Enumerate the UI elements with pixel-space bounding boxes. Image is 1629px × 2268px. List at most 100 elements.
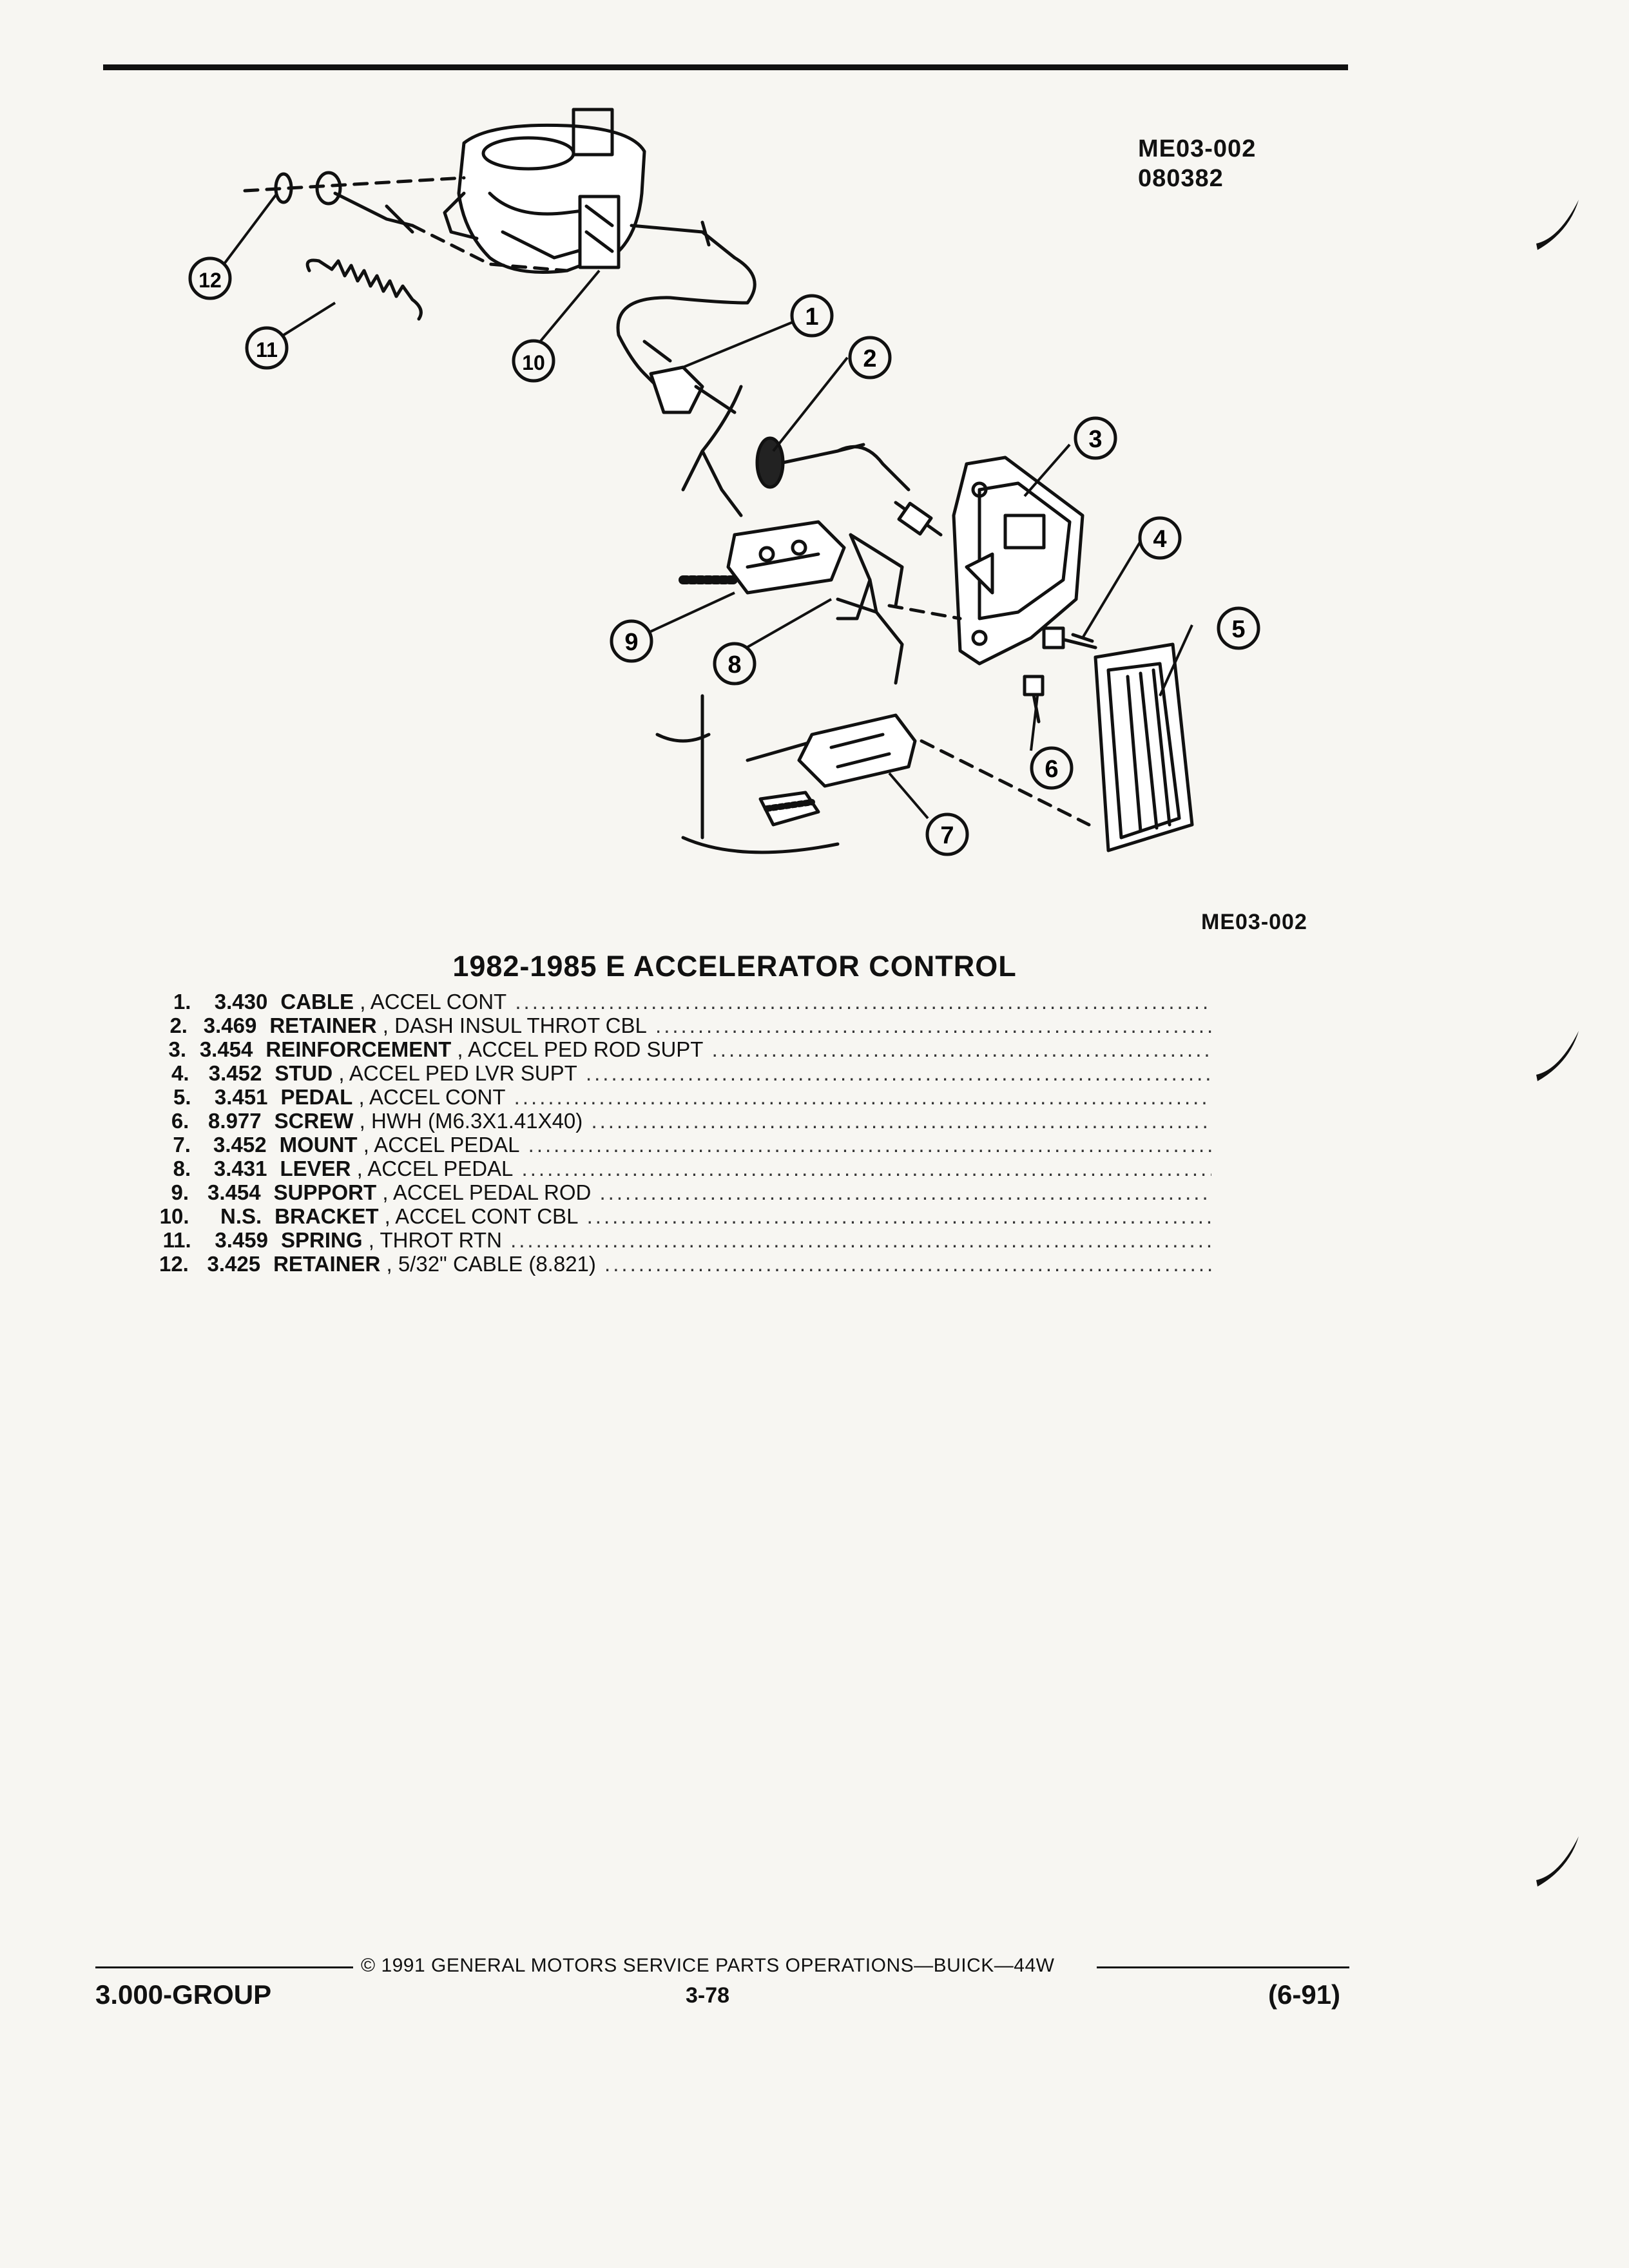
callout-11: 11 xyxy=(245,326,289,370)
svg-text:6: 6 xyxy=(1045,756,1058,783)
callout-7: 7 xyxy=(925,812,969,856)
part-number: 5. xyxy=(173,1085,191,1109)
part-description: RETAINER , DASH INSUL THROT CBL ........… xyxy=(269,1014,1211,1037)
part-description: STUD , ACCEL PED LVR SUPT ..............… xyxy=(275,1061,1211,1085)
part-name: STUD xyxy=(275,1061,333,1085)
dot-leader: ........................................… xyxy=(585,1061,1211,1085)
callout-12: 12 xyxy=(188,256,232,300)
part-detail: ACCEL PEDAL ROD xyxy=(392,1180,592,1204)
part-description: SPRING , THROT RTN .....................… xyxy=(281,1228,1211,1252)
svg-text:4: 4 xyxy=(1153,526,1166,553)
ref-code-line2: 080382 xyxy=(1138,165,1224,192)
part-group-code: 3.452 xyxy=(208,1061,262,1085)
part-detail: ACCEL CONT CBL xyxy=(395,1204,579,1228)
accel-pedal-mount xyxy=(758,713,917,827)
accel-cable xyxy=(616,256,757,401)
part-number: 12. xyxy=(159,1252,189,1276)
part-description: BRACKET , ACCEL CONT CBL ...............… xyxy=(275,1204,1211,1228)
callout-6: 6 xyxy=(1030,746,1074,790)
footer-copyright: © 1991 GENERAL MOTORS SERVICE PARTS OPER… xyxy=(361,1955,1055,1976)
svg-text:12: 12 xyxy=(198,269,222,292)
hwh-screw xyxy=(1023,675,1045,724)
figure-code: ME03-002 xyxy=(1201,910,1307,934)
part-name: SPRING xyxy=(281,1228,363,1252)
part-description: LEVER , ACCEL PEDAL ....................… xyxy=(280,1157,1211,1180)
part-name: MOUNT xyxy=(279,1133,358,1157)
parts-list-row: 11. 3.459 SPRING , THROT RTN .............… xyxy=(155,1228,1211,1252)
footer-page-number: 3-78 xyxy=(686,1983,730,2008)
part-detail: ACCEL PED ROD SUPT xyxy=(467,1037,704,1061)
cable-fitting xyxy=(649,365,737,414)
callout-3: 3 xyxy=(1074,416,1117,460)
part-name: BRACKET xyxy=(275,1204,379,1228)
dash-panel xyxy=(681,385,743,517)
footer-date: (6-91) xyxy=(1268,1979,1341,2010)
svg-text:9: 9 xyxy=(624,629,638,656)
svg-text:3: 3 xyxy=(1088,426,1102,453)
callout-1: 1 xyxy=(790,294,834,338)
dot-leader: ........................................… xyxy=(711,1037,1211,1061)
part-detail: ACCEL PEDAL xyxy=(367,1157,514,1180)
binder-edge-mark xyxy=(1536,1836,1579,1887)
part-description: PEDAL , ACCEL CONT .....................… xyxy=(281,1085,1212,1109)
dot-leader: ........................................… xyxy=(604,1252,1211,1276)
part-group-code: 8.977 xyxy=(208,1109,262,1133)
svg-text:1: 1 xyxy=(805,303,818,331)
part-detail: DASH INSUL THROT CBL xyxy=(394,1014,647,1037)
accel-pedal-lever xyxy=(836,533,904,685)
footer-rule-left xyxy=(95,1966,353,1968)
part-group-code: 3.451 xyxy=(214,1085,268,1109)
dot-leader: ........................................… xyxy=(510,1228,1211,1252)
callout-4: 4 xyxy=(1138,516,1182,560)
part-number: 4. xyxy=(171,1061,189,1085)
accel-ped-rod-reinforcement xyxy=(952,456,1084,666)
part-group-code: 3.454 xyxy=(207,1180,261,1204)
part-detail: 5/32" CABLE (8.821) xyxy=(398,1252,596,1276)
page-title-text: 1982-1985 E ACCELERATOR CONTROL xyxy=(452,950,1017,983)
part-number: 9. xyxy=(171,1180,189,1204)
part-detail: ACCEL CONT xyxy=(369,1085,506,1109)
dot-leader: ........................................… xyxy=(515,990,1211,1014)
part-name: RETAINER xyxy=(273,1252,381,1276)
part-name: SCREW xyxy=(274,1109,354,1133)
part-detail: HWH (M6.3X1.41X40) xyxy=(371,1109,583,1133)
part-group-code: 3.454 xyxy=(199,1037,253,1061)
dot-leader: ........................................… xyxy=(599,1180,1212,1204)
parts-list-row: 10.N.S.BRACKET , ACCEL CONT CBL ........… xyxy=(155,1204,1211,1228)
dot-leader: ........................................… xyxy=(591,1109,1211,1133)
part-name: LEVER xyxy=(280,1157,351,1180)
part-group-code: 3.425 xyxy=(207,1252,261,1276)
part-number: 7. xyxy=(173,1133,191,1157)
callout-10: 10 xyxy=(512,339,555,383)
part-number: 8. xyxy=(173,1157,191,1180)
accel-pedal-rod-support xyxy=(679,520,846,595)
dot-leader: ........................................… xyxy=(655,1014,1211,1037)
part-group-code: N.S. xyxy=(220,1204,262,1228)
binder-edge-mark xyxy=(1536,200,1579,250)
footer-group: 3.000-GROUP xyxy=(95,1979,272,2010)
throttle-body xyxy=(443,108,737,274)
part-name: PEDAL xyxy=(280,1085,353,1109)
part-detail: ACCEL PED LVR SUPT xyxy=(349,1061,577,1085)
part-number: 11. xyxy=(162,1228,191,1252)
callout-9: 9 xyxy=(610,619,653,663)
part-number: 2. xyxy=(169,1014,188,1037)
part-detail: ACCEL CONT xyxy=(370,990,507,1014)
svg-text:2: 2 xyxy=(863,345,876,372)
svg-text:5: 5 xyxy=(1231,616,1245,643)
callout-8: 8 xyxy=(713,642,757,686)
accel-pedal xyxy=(1094,642,1194,852)
footer-rule-right xyxy=(1097,1966,1349,1968)
ref-code-line1: ME03-002 xyxy=(1138,135,1257,162)
part-number: 6. xyxy=(171,1109,189,1133)
floor-outline xyxy=(655,694,840,854)
top-rule xyxy=(103,64,1348,70)
part-group-code: 3.459 xyxy=(215,1228,268,1252)
part-description: REINFORCEMENT , ACCEL PED ROD SUPT .....… xyxy=(265,1037,1211,1061)
